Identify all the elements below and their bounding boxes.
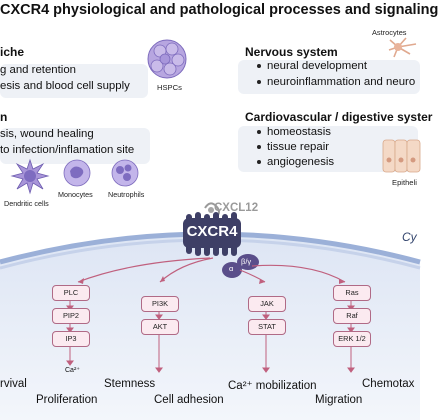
bullet: [257, 160, 261, 164]
dendritic-cell-label: Dendritic cells: [4, 199, 49, 208]
niche-line-2: esis and blood cell supply: [0, 80, 130, 92]
immune-band: [0, 128, 150, 164]
outcome-proliferation: Proliferation: [36, 394, 98, 406]
nervous-heading: Nervous system: [245, 45, 338, 59]
hspc-icon: [147, 39, 187, 79]
pathway-node-akt: AKT: [141, 319, 179, 335]
nervous-item-1: neural development: [257, 60, 368, 72]
nervous-item-1-text: neural development: [267, 60, 368, 72]
neutrophil-label: Neutrophils: [108, 190, 145, 199]
immune-line-2: to infection/inflamation site: [0, 144, 135, 156]
cardio-item-1: homeostasis: [257, 126, 331, 138]
dendritic-cell-icon: [10, 158, 50, 195]
epithelium-label: Epitheli: [392, 178, 417, 187]
outcome-survival: rvival: [0, 378, 27, 390]
pathway-node-plc: PLC: [52, 285, 90, 301]
outcome-ca-mobilization: Ca²⁺ mobilization: [228, 380, 317, 392]
pathway-node-pi3k: PI3K: [141, 296, 179, 312]
bullet: [257, 145, 261, 149]
immune-line-1: sis, wound healing: [0, 128, 94, 140]
niche-line-1: g and retention: [0, 64, 76, 76]
cardio-item-2: tissue repair: [257, 141, 330, 153]
pathway-node-jak: JAK: [248, 296, 286, 312]
niche-heading: iche: [0, 45, 25, 59]
nervous-item-2-text: neuroinflammation and neuro: [267, 76, 416, 88]
cardio-item-1-text: homeostasis: [267, 126, 331, 138]
outcome-cell-adhesion: Cell adhesion: [154, 394, 224, 406]
cardio-heading: Cardiovascular / digestive syster: [245, 110, 433, 124]
outcome-chemotaxis: Chemotax: [362, 378, 415, 390]
neutrophil-icon: [111, 159, 139, 187]
pathway-node-ip3: IP3: [52, 331, 90, 347]
cardio-item-2-text: tissue repair: [267, 141, 330, 153]
bullet: [257, 80, 261, 84]
g-alpha-label: α: [229, 264, 234, 273]
outcome-migration: Migration: [315, 394, 363, 406]
nervous-band: [238, 60, 420, 94]
bullet: [257, 64, 261, 68]
pathway-node-pip2: PIP2: [52, 308, 90, 324]
pathway-node-erk: ERK 1/2: [333, 331, 371, 347]
monocyte-label: Monocytes: [58, 190, 93, 199]
astrocytes-label: Astrocytes: [372, 28, 407, 37]
cardio-item-3-text: angiogenesis: [267, 156, 335, 168]
astrocyte-icon: [388, 37, 417, 58]
pathway-node-ras: Ras: [333, 285, 371, 301]
pathway-ca-label: Ca²⁺: [65, 367, 80, 374]
cardio-item-3: angiogenesis: [257, 156, 335, 168]
immune-heading: n: [0, 110, 8, 124]
g-betagamma-label: β/γ: [241, 257, 252, 266]
bullet: [257, 130, 261, 134]
niche-band: [0, 64, 148, 98]
cxcr4-receptor-shape: [183, 212, 241, 256]
pathway-node-raf: Raf: [333, 308, 371, 324]
epithelium-icon: [382, 139, 421, 173]
monocyte-icon: [63, 159, 91, 187]
figure-title: CXCR4 physiological and pathological pro…: [0, 2, 438, 18]
cytoplasm-label: Cy: [402, 230, 417, 244]
cxcl12-label: CXCL12: [214, 202, 259, 214]
cell-membrane-diagram: [0, 202, 421, 420]
pathway-node-stat: STAT: [248, 319, 286, 335]
cxcr4-label: CXCR4: [186, 223, 238, 240]
nervous-item-2: neuroinflammation and neuro: [257, 76, 416, 88]
outcome-stemness: Stemness: [104, 378, 156, 390]
hspc-label: HSPCs: [157, 83, 182, 92]
